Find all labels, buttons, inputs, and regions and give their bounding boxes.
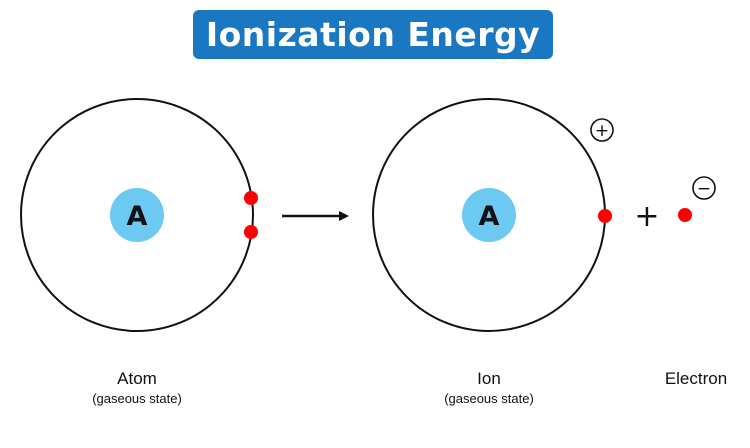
page-title: Ionization Energy (205, 15, 541, 54)
ion-caption: Ion (gaseous state) (419, 369, 559, 407)
ion-nucleus (462, 188, 516, 242)
electron-caption: Electron (648, 369, 744, 389)
free-electron (678, 208, 692, 222)
atom-orbit (20, 98, 254, 332)
atom-electron (244, 225, 258, 239)
ion-nucleus-label: A (479, 201, 500, 232)
negative-charge-icon (692, 176, 716, 200)
atom-caption-state: (gaseous state) (92, 391, 182, 406)
positive-charge-icon (590, 118, 614, 142)
atom-caption-label: Atom (117, 369, 157, 388)
atom-electron (244, 191, 258, 205)
atom-group: A (20, 98, 258, 332)
electron-caption-label: Electron (664, 369, 728, 388)
ion-group: A + (372, 98, 614, 332)
atom-caption: Atom (gaseous state) (67, 369, 207, 407)
title-banner: Ionization Energy (193, 10, 553, 59)
positive-charge-symbol: + (595, 121, 609, 141)
negative-charge-symbol: − (697, 179, 711, 199)
ion-electron (598, 209, 612, 223)
plus-sign: + (634, 199, 659, 234)
atom-nucleus (110, 188, 164, 242)
electron-group: − (678, 176, 716, 222)
ion-caption-label: Ion (477, 369, 501, 388)
ion-caption-state: (gaseous state) (444, 391, 534, 406)
atom-nucleus-label: A (127, 201, 148, 232)
